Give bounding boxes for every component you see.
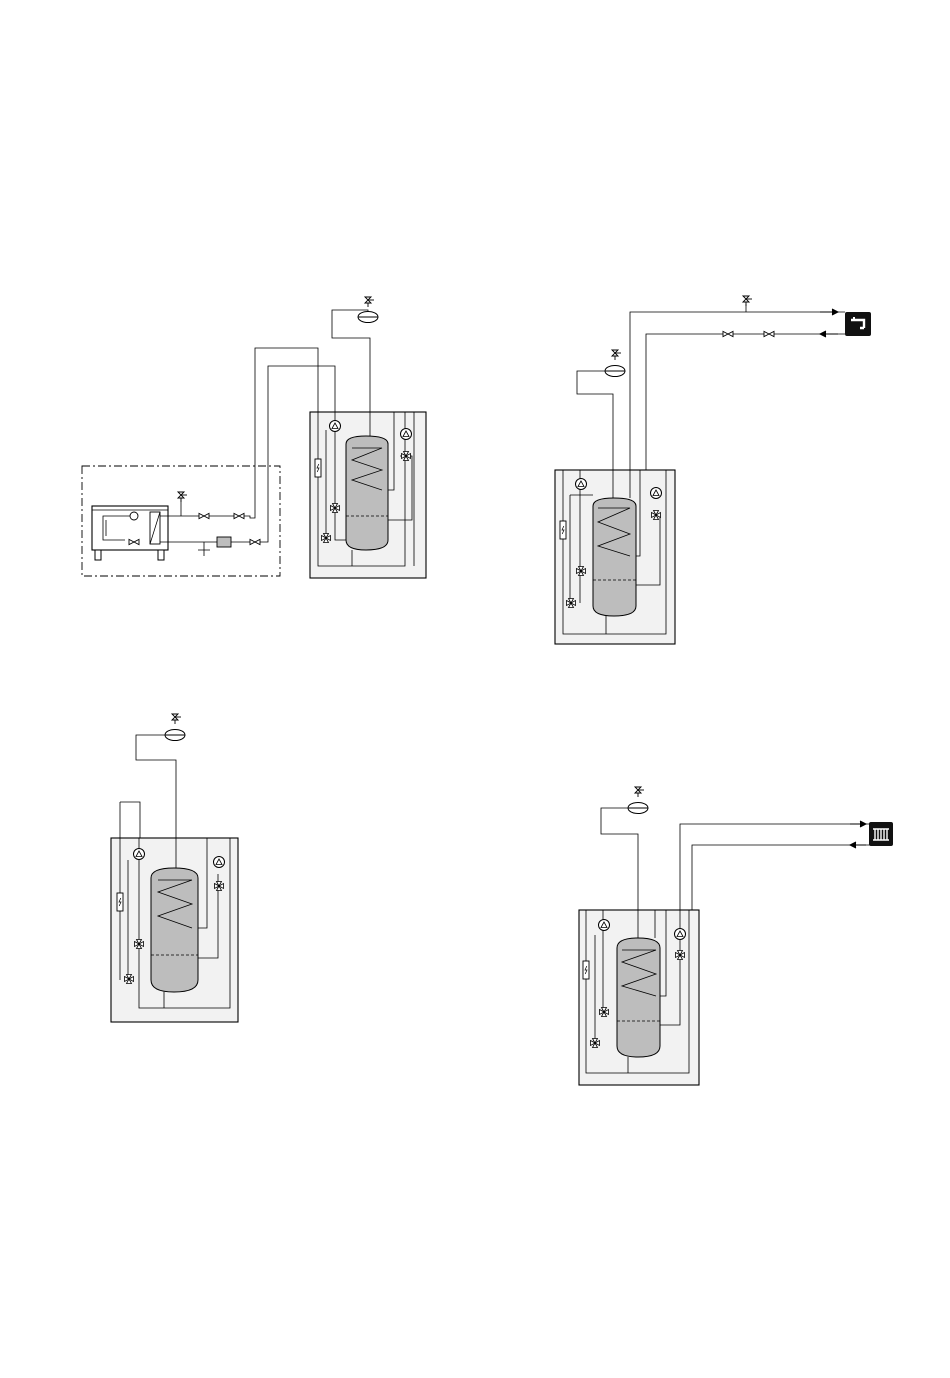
immersion-heater-icon: [560, 521, 566, 539]
safety-valve-icon: [178, 492, 187, 502]
pipe-heating-flow: [680, 824, 850, 928]
expansion-vessel-icon: [165, 730, 185, 741]
expansion-vessel-icon: [628, 803, 648, 814]
tap-water-icon: [845, 312, 871, 336]
hot-water-tank: [593, 498, 636, 616]
indoor-unit: [579, 910, 699, 1085]
pipe-heating-return: [692, 845, 850, 910]
diagram-heat-pump-with-outdoor-unit: [82, 297, 426, 578]
safety-valve-icon: [172, 714, 181, 724]
diagram-hot-water-circulation: [555, 296, 871, 644]
circulation-pump-icon: [134, 849, 145, 860]
safety-valve-icon: [635, 787, 644, 797]
safety-valve-icon: [612, 350, 621, 360]
circulation-pump-icon: [651, 488, 662, 499]
particle-filter-icon: [217, 537, 231, 547]
shut-off-valve-icon: [764, 331, 774, 336]
safety-valve-icon: [743, 296, 752, 306]
circulation-pump-icon: [401, 429, 412, 440]
circulation-pump-icon: [599, 920, 610, 931]
immersion-heater-icon: [583, 961, 589, 979]
expansion-vessel-icon: [358, 312, 378, 323]
circulation-pump-icon: [576, 479, 587, 490]
shut-off-valve-icon: [234, 513, 244, 518]
indoor-unit: [555, 470, 675, 644]
radiator-icon: [869, 822, 893, 846]
diagram-indoor-unit-only: [111, 714, 238, 1022]
indoor-unit: [111, 802, 238, 1022]
expansion-vessel-icon: [605, 366, 625, 377]
diagram-heating-circuit: [579, 787, 893, 1085]
outdoor-unit: [92, 506, 168, 560]
shut-off-valve-icon: [250, 539, 260, 544]
indoor-unit: [310, 412, 426, 578]
shut-off-valve-icon: [199, 513, 209, 518]
circulation-pump-icon: [330, 421, 341, 432]
immersion-heater-icon: [117, 893, 123, 911]
circulation-pump-icon: [214, 857, 225, 868]
drain-icon: [198, 542, 210, 556]
pipe-cold-water-in: [646, 334, 820, 470]
immersion-heater-icon: [315, 459, 321, 477]
safety-valve-icon: [365, 297, 374, 307]
fan-icon: [130, 512, 138, 520]
hot-water-tank: [346, 436, 388, 550]
circulation-pump-icon: [675, 929, 686, 940]
shut-off-valve-icon: [723, 331, 733, 336]
